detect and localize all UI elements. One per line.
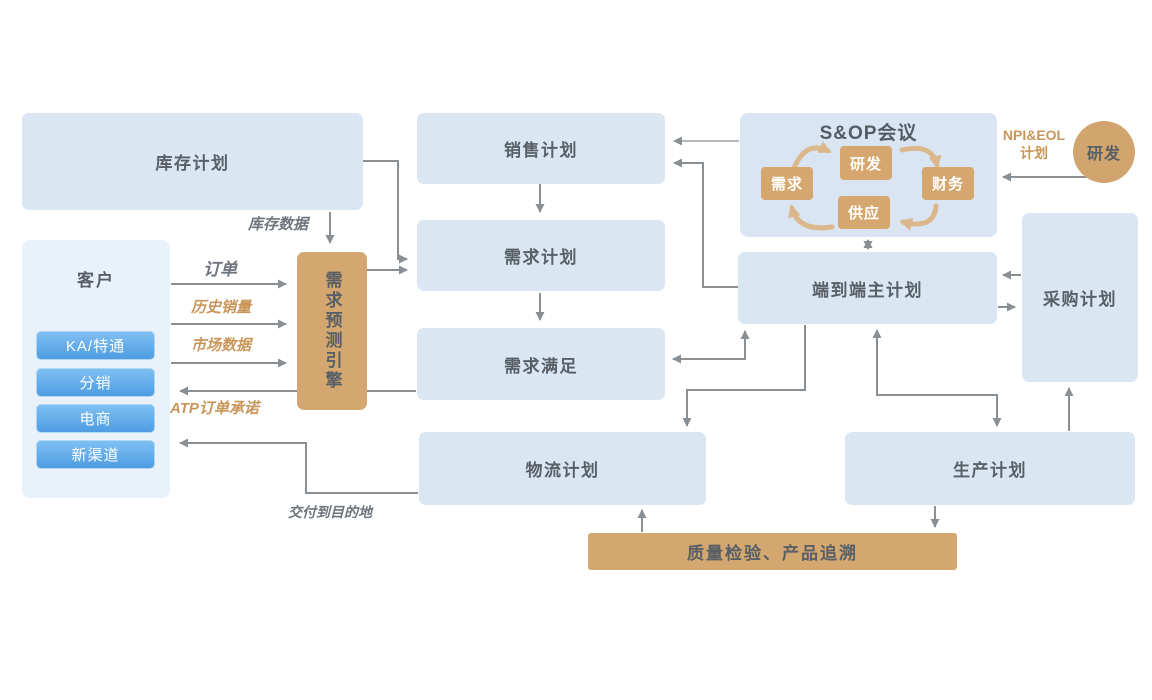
logistics-plan-box: 物流计划 — [419, 432, 706, 505]
customer-panel: 客户 KA/特通 分销 电商 新渠道 — [22, 240, 170, 498]
demand-plan-box: 需求计划 — [417, 220, 665, 291]
atp-commitment-label: ATP订单承诺 — [170, 400, 259, 417]
sop-meeting-panel: S&OP会议 研发 财务 供应 需求 — [740, 113, 997, 237]
historical-sales-label: 历史销量 — [191, 299, 252, 316]
e2e-master-plan-box: 端到端主计划 — [738, 252, 997, 324]
arrow-e2e-to-sales — [673, 158, 738, 288]
cycle-arrow-demand-to-rnd — [791, 141, 832, 171]
channel-button-ka: KA/特通 — [36, 331, 155, 360]
sop-cycle-arrows — [787, 141, 942, 231]
market-data-label: 市场数据 — [191, 337, 252, 354]
npi-eol-plan-label: NPI&EOL 计划 — [996, 127, 1072, 162]
order-label: 订单 — [203, 260, 237, 279]
arrow-inventory-to-demand-plan — [363, 160, 408, 264]
cycle-arrow-rnd-to-finance — [899, 145, 942, 169]
rnd-source-circle: 研发 — [1073, 121, 1135, 183]
customer-title: 客户 — [77, 271, 115, 290]
sop-chip-finance: 财务 — [922, 167, 974, 200]
inventory-data-label: 库存数据 — [248, 216, 309, 233]
npi-eol-line2: 计划 — [1020, 144, 1048, 161]
sop-meeting-title: S&OP会议 — [819, 123, 918, 144]
demand-forecast-engine-label: 需求预测引擎 — [322, 271, 342, 391]
cycle-arrow-supply-to-demand — [787, 204, 835, 231]
demand-forecast-engine-box: 需求预测引擎 — [297, 252, 367, 410]
inventory-plan-box: 库存计划 — [22, 113, 363, 210]
delivery-destination-label: 交付到目的地 — [288, 504, 372, 520]
arrow-delivery-destination — [179, 438, 418, 494]
channel-button-new-channel: 新渠道 — [36, 440, 155, 469]
channel-button-ecommerce: 电商 — [36, 404, 155, 433]
sop-chip-demand: 需求 — [761, 167, 813, 200]
arrow-e2e-production-bidirectional — [872, 329, 1002, 427]
demand-fulfillment-box: 需求满足 — [417, 328, 665, 400]
sales-plan-box: 销售计划 — [417, 113, 665, 184]
production-plan-box: 生产计划 — [845, 432, 1135, 505]
arrow-e2e-to-logistics — [682, 325, 806, 427]
sop-chip-supply: 供应 — [838, 196, 890, 229]
npi-eol-line1: NPI&EOL — [1002, 127, 1066, 143]
sop-chip-rnd: 研发 — [840, 146, 892, 180]
procurement-plan-box: 采购计划 — [1022, 213, 1138, 382]
cycle-arrow-finance-to-supply — [899, 203, 939, 231]
arrow-fulfillment-e2e-bidirectional — [672, 330, 750, 364]
quality-trace-box: 质量检验、产品追溯 — [588, 533, 957, 570]
channel-button-distribution: 分销 — [36, 368, 155, 397]
